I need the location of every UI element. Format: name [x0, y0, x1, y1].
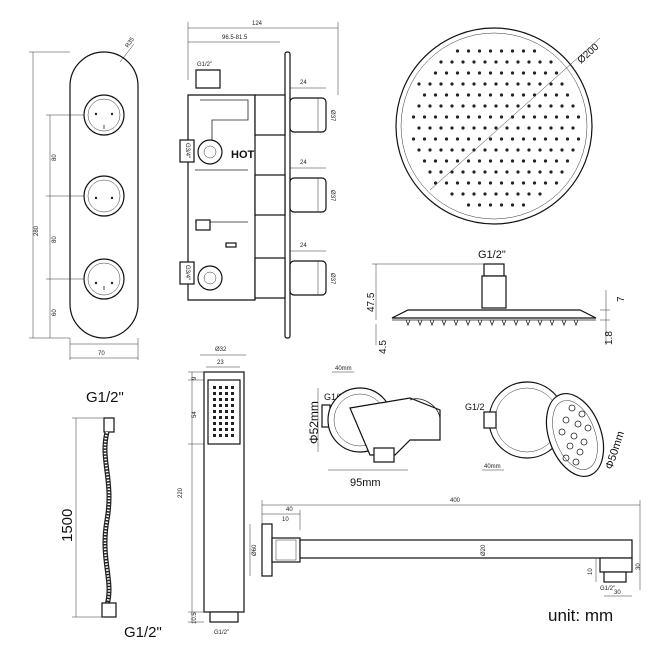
shower-head-height: 47.5: [366, 292, 377, 312]
shower-head-connection: G1/2": [478, 249, 506, 261]
valve-knob-1: [83, 94, 125, 136]
side-depth-dim: 124: [252, 21, 263, 27]
outlet-len-dim-3: 24: [300, 243, 307, 249]
panel-spacing-1-dim: 80: [52, 154, 58, 161]
hand-shower-width: 23: [217, 360, 224, 366]
inlet-top-thread: G1/2": [197, 62, 212, 68]
hose-length: 1500: [59, 509, 76, 542]
hand-shower-top: 9: [192, 376, 198, 380]
panel-height-dim: 280: [34, 225, 40, 236]
hose-top-thread: G1/2": [86, 389, 124, 406]
arm-length-dim: 400: [450, 498, 461, 504]
hand-shower-total-len: 220: [178, 487, 184, 498]
shower-head-diameter: Ø200: [576, 41, 602, 66]
outlet-dia-dim-2: Ø37: [329, 190, 335, 202]
shower-head-edge: 1.8: [604, 331, 615, 345]
shower-head-nozzles: [411, 49, 581, 207]
body-jet: G1/2 40mm Φ50mm: [465, 381, 627, 477]
inlet-left-thread-2: G3/4": [184, 265, 190, 280]
arm-flange-gap: 10: [282, 517, 289, 523]
hand-shower: Ø32 23 G1/2" 9 54 220 10.5: [178, 347, 246, 636]
panel-spacing-bottom-dim: 60: [52, 309, 58, 316]
panel-spacing-2-dim: 80: [52, 236, 58, 243]
shower-head-side-view: G1/2" 47.5 4.5 7 1.8: [366, 249, 627, 354]
arm-end-10: 10: [588, 568, 594, 575]
arm-flange-offset: 40: [286, 507, 293, 513]
shower-head-thickness: 7: [616, 296, 627, 302]
arm-end-width: 30: [614, 590, 621, 596]
valve-knob-3: [83, 258, 125, 300]
body-jet-thread: G1/2: [465, 402, 485, 412]
wall-outlet-thread: G1/2: [324, 392, 344, 402]
panel-radius-dim: R35: [125, 36, 137, 49]
shower-hose: G1/2" 1500 G1/2": [59, 389, 162, 641]
body-jet-depth: 40mm: [484, 464, 501, 470]
wall-outlet-diameter: Φ52mm: [307, 401, 321, 444]
panel-width-dim: 70: [98, 351, 105, 357]
body-jet-nozzles: [558, 404, 592, 466]
shower-head-side-nozzles: [405, 319, 579, 327]
outlet-len-dim-1: 24: [300, 80, 307, 86]
arm-dia: Ø20: [481, 544, 487, 556]
valve-outlet-2: 24 Ø37: [254, 160, 335, 216]
valve-front-panel: 280 80 80 60 70 R35: [29, 36, 139, 360]
hand-shower-head-len: 54: [192, 411, 198, 418]
unit-label: unit: mm: [548, 606, 614, 625]
outlet-dia-dim-1: Ø37: [329, 110, 335, 122]
hose-bottom-thread: G1/2": [124, 624, 162, 641]
arm-flange-dia: Ø60: [252, 544, 258, 556]
arm-thread: G1/2": [600, 586, 615, 592]
wall-outlet-holder: 40mm G1/2 Φ52mm 95mm: [307, 366, 441, 489]
shower-arm: 400 40 10 Ø60 Ø20 30 10 G1/2" 30: [249, 498, 642, 597]
valve-side-view: 124 96.5-81.5 G1/2" G3/4" G3/4" HOT 24 Ø…: [179, 21, 339, 339]
shower-head-top-view: Ø200: [395, 27, 602, 225]
inlet-left-thread-1: G3/4": [184, 143, 190, 158]
side-depth-range-dim: 96.5-81.5: [222, 35, 248, 41]
valve-knob-2: [83, 175, 125, 217]
hot-label: HOT: [231, 149, 255, 161]
hand-shower-diameter: Ø32: [215, 347, 227, 353]
body-jet-diameter: Φ50mm: [603, 430, 627, 471]
outlet-len-dim-2: 24: [300, 160, 307, 166]
hand-shower-bottom: 10.5: [192, 612, 198, 624]
wall-outlet-length: 95mm: [350, 477, 381, 489]
wall-outlet-depth: 40mm: [335, 366, 352, 372]
valve-outlet-3: 24 Ø37: [254, 243, 335, 299]
outlet-dia-dim-3: Ø37: [329, 273, 335, 285]
hand-shower-nozzles: [213, 386, 234, 437]
hand-shower-thread: G1/2": [214, 630, 229, 636]
valve-outlet-1: 24 Ø37: [254, 80, 335, 136]
shower-head-base: 4.5: [378, 340, 389, 354]
arm-end-height: 30: [636, 563, 642, 570]
